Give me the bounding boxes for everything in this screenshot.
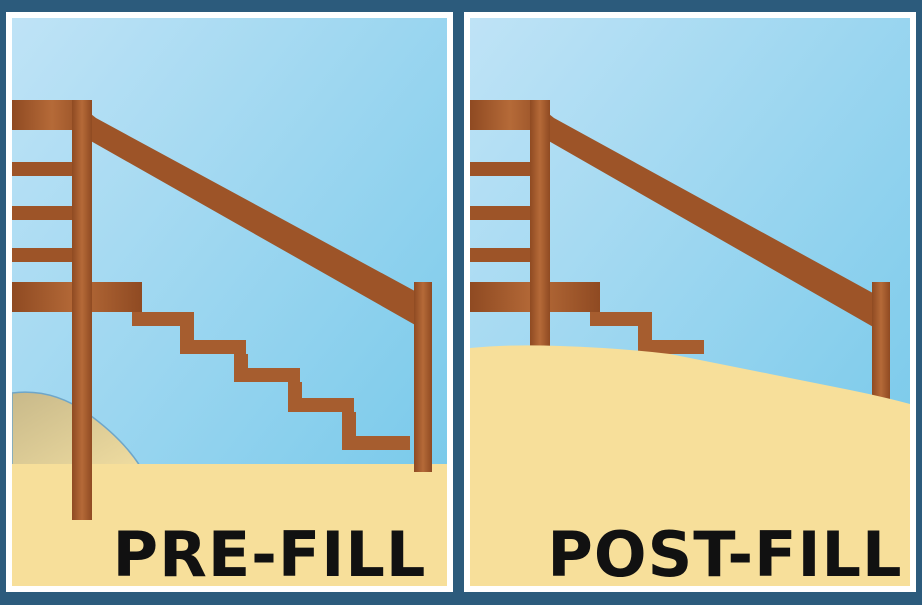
deck-rail-3 xyxy=(12,248,76,262)
handrail xyxy=(82,110,424,330)
pre-fill-caption: PRE-FILL xyxy=(112,518,427,591)
pre-fill-scene xyxy=(12,18,447,586)
deck-rail-2 xyxy=(470,206,534,220)
post-fill-scene xyxy=(470,18,910,586)
pre-fill-panel: PRE-FILL xyxy=(6,12,453,592)
sand-fill xyxy=(470,345,910,586)
deck-rail-3 xyxy=(470,248,534,262)
stair-steps xyxy=(590,312,704,354)
post-fill-illustration xyxy=(470,18,910,586)
deck-rail-2 xyxy=(12,206,76,220)
deck-rail-1 xyxy=(470,162,534,176)
left-post xyxy=(530,100,550,360)
handrail xyxy=(540,110,882,332)
deck-rail-1 xyxy=(12,162,76,176)
post-fill-panel: POST-FILL xyxy=(464,12,916,592)
post-fill-caption: POST-FILL xyxy=(547,518,903,591)
pre-fill-illustration xyxy=(12,18,447,586)
stair-steps xyxy=(132,312,410,450)
right-post xyxy=(872,282,890,412)
right-post xyxy=(414,282,432,472)
left-post xyxy=(72,100,92,520)
